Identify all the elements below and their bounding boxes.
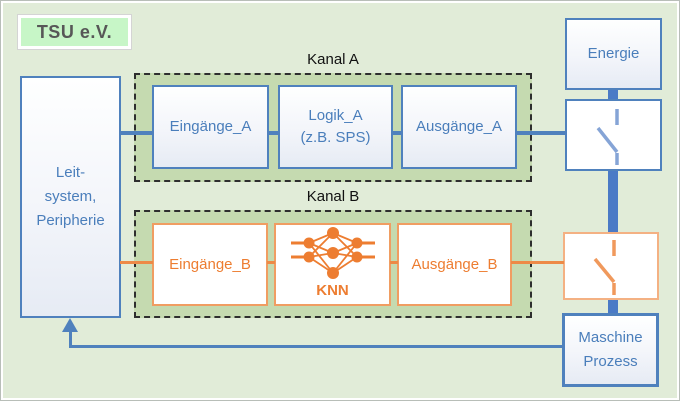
line-eingaenge-a-to-logik-a — [268, 131, 279, 135]
feedback-line-horizontal — [69, 345, 563, 348]
maschine-prozess-box: Maschine Prozess — [562, 313, 659, 387]
logik-a-box: Logik_A (z.B. SPS) — [278, 85, 393, 169]
line-eingaenge-b-to-knn — [267, 261, 275, 264]
channel-b-title: Kanal B — [306, 188, 360, 205]
trunk-switch-a-to-switch-b — [608, 171, 618, 232]
ausgaenge-a-box: Ausgänge_A — [401, 85, 517, 169]
ausgaenge-a-label: Ausgänge_A — [416, 118, 502, 135]
energie-box: Energie — [565, 18, 662, 90]
channel-a-title: Kanal A — [307, 51, 359, 68]
ausgaenge-b-label: Ausgänge_B — [411, 255, 498, 273]
leitsystem-line-3: Peripherie — [36, 212, 105, 229]
tsu-logo: TSU e.V. — [17, 14, 132, 50]
maschine-line-1: Maschine — [578, 329, 643, 346]
leitsystem-line-2: system, — [44, 188, 97, 205]
ausgaenge-b-box: Ausgänge_B — [397, 223, 512, 306]
tsu-logo-text: TSU e.V. — [36, 21, 113, 42]
line-leitsystem-to-eingaenge-a — [120, 131, 153, 135]
knn-icon — [290, 227, 376, 279]
logik-a-label-line-2: (z.B. SPS) — [300, 129, 371, 146]
energie-label: Energie — [587, 45, 640, 62]
line-ausgaenge-b-to-switch-b — [511, 261, 564, 264]
leitsystem-box: Leit- system, Peripherie — [20, 76, 121, 318]
feedback-arrowhead — [62, 318, 78, 332]
switch-b-box — [563, 232, 659, 300]
line-ausgaenge-a-to-switch-a — [517, 131, 566, 135]
open-switch-icon — [567, 101, 660, 169]
eingaenge-b-label: Eingänge_B — [169, 255, 251, 273]
line-leitsystem-to-eingaenge-b — [120, 261, 153, 264]
trunk-energie-to-switch-a — [608, 90, 618, 99]
knn-box: KNN — [274, 223, 391, 306]
knn-label: KNN — [316, 282, 349, 299]
eingaenge-a-label: Eingänge_A — [169, 118, 252, 135]
line-logik-a-to-ausgaenge-a — [392, 131, 402, 135]
maschine-line-2: Prozess — [583, 353, 638, 370]
open-switch-icon — [565, 234, 657, 298]
eingaenge-b-box: Eingänge_B — [152, 223, 268, 306]
trunk-switch-b-to-maschine — [608, 300, 618, 313]
feedback-line-vertical — [69, 331, 72, 348]
logik-a-label-line-1: Logik_A — [308, 107, 363, 124]
leitsystem-line-1: Leit- — [55, 164, 86, 181]
switch-a-box — [565, 99, 662, 171]
line-knn-to-ausgaenge-b — [390, 261, 398, 264]
eingaenge-a-box: Eingänge_A — [152, 85, 269, 169]
